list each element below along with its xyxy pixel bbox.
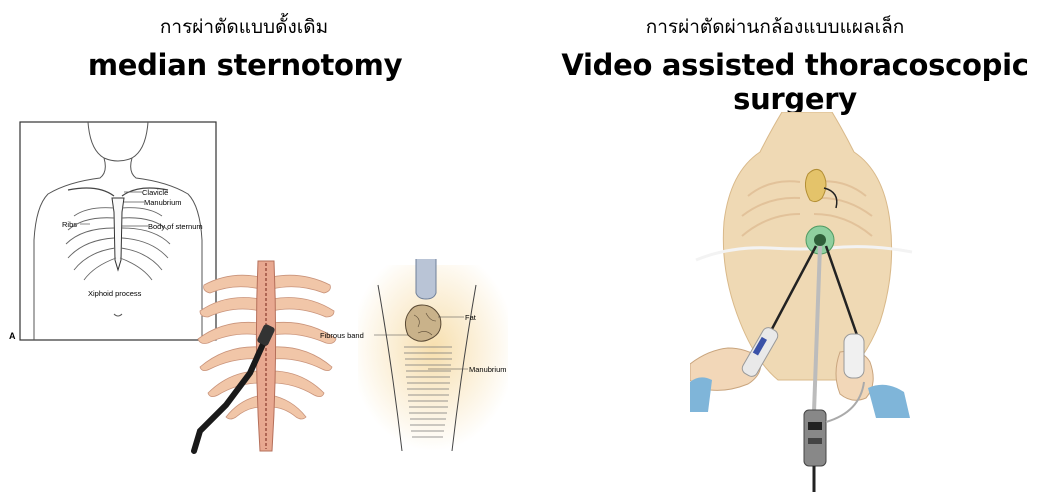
label-clavicle: Clavicle — [142, 188, 168, 197]
vats-illustration — [690, 112, 922, 498]
label-manubrium: Manubrium — [144, 198, 182, 207]
label-manubrium-detail: Manubrium — [469, 365, 507, 374]
mediastinum-detail-figure: Fat Fibrous band Manubrium — [318, 255, 540, 455]
label-xiphoid-process: Xiphoid process — [88, 289, 142, 298]
left-title-thai: การผ่าตัดแบบดั้งเดิม — [118, 12, 370, 42]
right-title-english: Video assisted thoracoscopic surgery — [548, 48, 1042, 116]
label-body-of-sternum: Body of sternum — [148, 222, 203, 231]
panel-letter: A — [9, 331, 16, 341]
label-ribs: Ribs — [62, 220, 77, 229]
right-title-thai: การผ่าตัดผ่านกล้องแบบแผลเล็ก — [610, 12, 940, 42]
sternum-anatomy-figure: Clavicle Manubrium Body of sternum Ribs … — [8, 120, 220, 345]
label-fibrous-band: Fibrous band — [320, 331, 364, 340]
label-fat: Fat — [465, 313, 477, 322]
left-title-english: median sternotomy — [80, 48, 410, 82]
